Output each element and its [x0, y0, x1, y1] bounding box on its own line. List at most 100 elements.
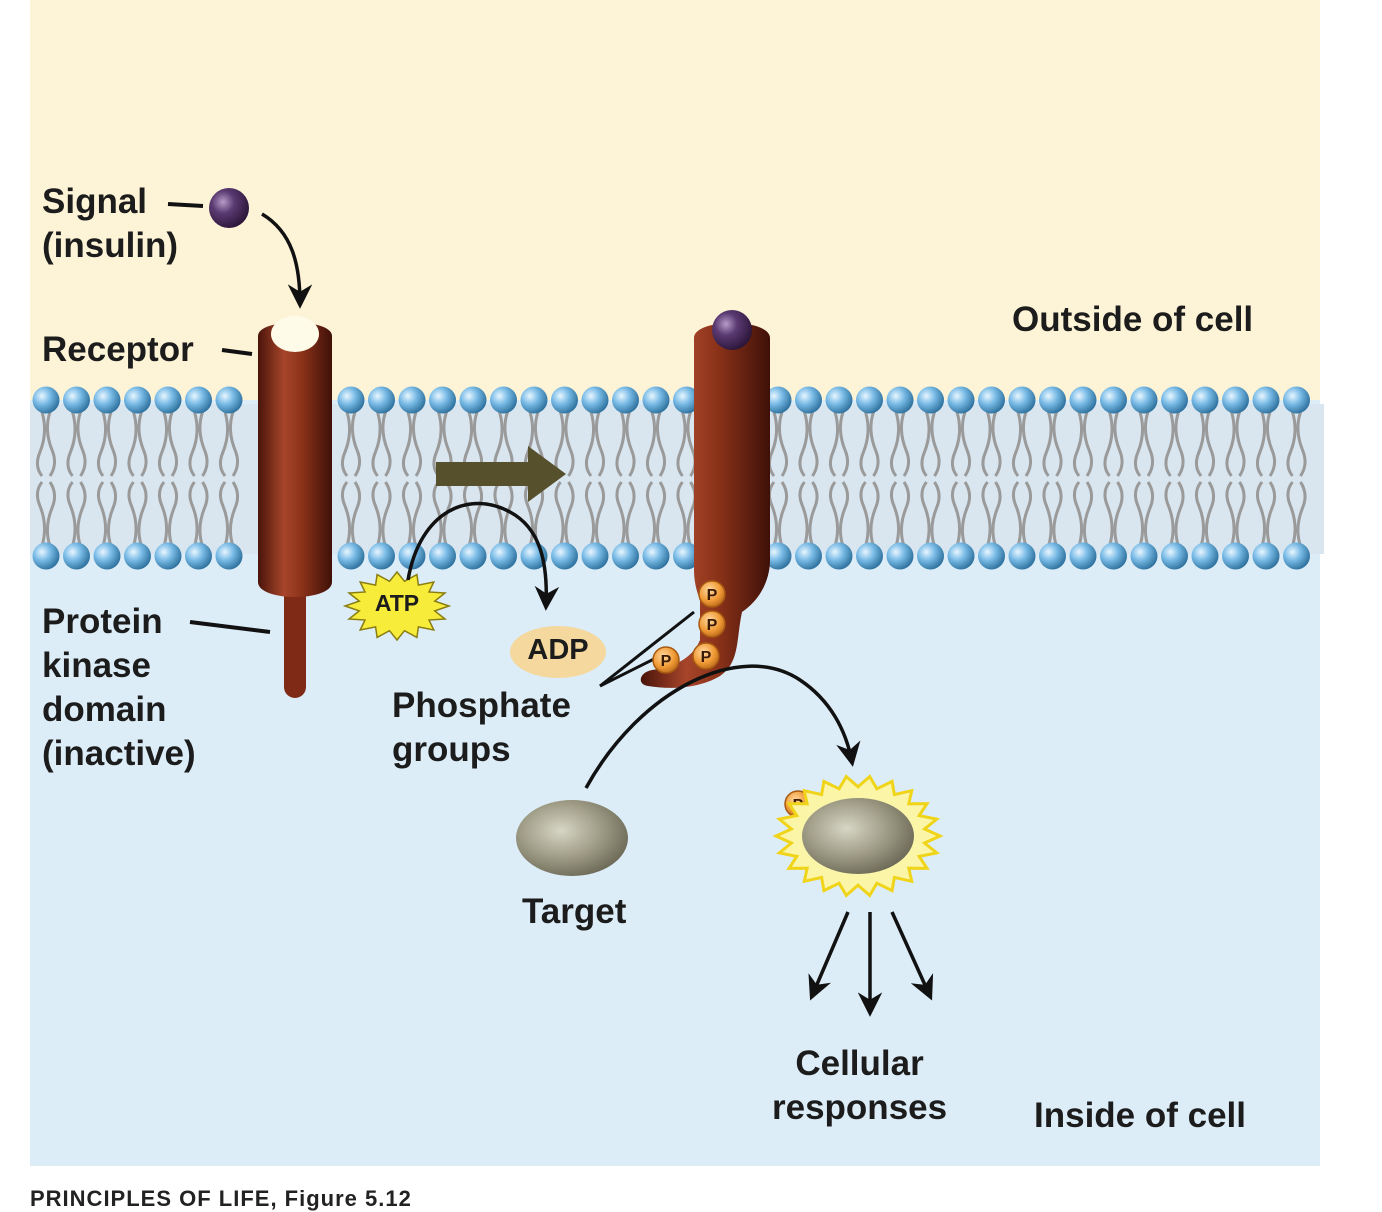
adp-oval [510, 626, 606, 678]
lipid-head-icon [1039, 542, 1066, 570]
lipid-head-icon [947, 386, 975, 414]
lipid-head-icon [154, 542, 182, 570]
lipid-head-icon [673, 542, 700, 570]
lipid-head-icon [795, 542, 822, 570]
phosphate-icon [698, 580, 726, 608]
lipid-head-icon [1069, 386, 1097, 414]
outside-of-cell-label: Outside of cell [1012, 300, 1254, 339]
adp-label: ADP [527, 634, 589, 666]
lipid-head-icon [368, 386, 395, 414]
phosphorylation-arrow [584, 664, 861, 789]
lipid-head-icon [917, 542, 944, 570]
lipid-head-icon [856, 542, 883, 570]
lipid-head-icon [124, 542, 151, 570]
lipid-head-icon [124, 386, 151, 414]
lipid-head-icon [429, 542, 456, 570]
lipid-head-icon [490, 386, 517, 414]
lipid-head-icon [1008, 542, 1036, 570]
phosphate-label: P [707, 617, 718, 634]
lipid-head-icon [154, 386, 182, 414]
lipid-head-icon [1252, 542, 1280, 570]
inside-of-cell-label: Inside of cell [1034, 1096, 1246, 1135]
lipid-head-icon [520, 386, 548, 414]
lipid-head-icon [1161, 386, 1188, 414]
lipid-head-icon [1008, 386, 1036, 414]
lipid-head-icon [1130, 542, 1158, 570]
phosphate-groups-label: Phosphate groups [392, 686, 571, 769]
lipid-head-icon [581, 386, 609, 414]
lipid-head-icon [1222, 542, 1249, 570]
atp-burst-icon [342, 570, 452, 642]
figure-credit: PRINCIPLES OF LIFE, Figure 5.12 [30, 1186, 412, 1211]
lipid-head-icon [1252, 386, 1280, 414]
lipid-head-icon [93, 542, 121, 570]
lipid-head-icon [215, 386, 243, 414]
activation-arrow [436, 446, 566, 502]
activated-target-icon [802, 798, 914, 874]
lipid-head-icon [1161, 542, 1188, 570]
receptor-active [640, 310, 770, 688]
lipid-head-icon [337, 542, 365, 570]
lipid-head-icon [459, 542, 487, 570]
lipid-head-icon [612, 542, 639, 570]
lipid-head-icon [825, 542, 853, 570]
lipid-head-icon [1222, 386, 1249, 414]
lipid-head-icon [63, 386, 90, 414]
lipid-head-icon [1283, 386, 1310, 414]
lipid-head-icon [32, 542, 60, 570]
lipid-head-icon [185, 386, 212, 414]
bound-signal-icon [712, 310, 752, 350]
lipid-head-icon [642, 386, 670, 414]
lipid-head-icon [947, 542, 975, 570]
lipid-head-icon [1069, 542, 1097, 570]
lipid-head-icon [215, 542, 243, 570]
lipid-head-icon [764, 386, 792, 414]
lipid-head-icon [551, 542, 578, 570]
lipid-head-icon [93, 386, 121, 414]
receptor-label: Receptor [42, 330, 194, 369]
lipid-head-icon [825, 386, 853, 414]
lipid-head-icon [459, 386, 487, 414]
lipid-head-icon [764, 542, 792, 570]
lipid-head-icon [978, 542, 1005, 570]
kinase-leader-line [189, 620, 271, 634]
lipid-head-icon [978, 386, 1005, 414]
lipid-head-icon [551, 386, 578, 414]
kinase-domain-label: Protein kinase domain (inactive) [42, 602, 196, 773]
lipid-head-icon [32, 386, 60, 414]
phosphate-label: P [707, 587, 718, 604]
response-arrow-left [808, 911, 850, 1001]
lipid-head-icon [795, 386, 822, 414]
lipid-head-icon [185, 542, 212, 570]
phosphate-leader-1 [599, 610, 695, 688]
phosphate-label: P [661, 653, 672, 670]
lipid-head-icon [856, 386, 883, 414]
lipid-head-icon [886, 386, 914, 414]
target-protein-icon [516, 800, 628, 876]
target-label: Target [522, 892, 627, 931]
phosphate-leader-2 [599, 654, 661, 688]
lipid-head-icon [398, 386, 426, 414]
lipid-head-icon [490, 542, 517, 570]
atp-label: ATP [374, 590, 420, 616]
signal-leader-line [167, 202, 204, 208]
signal-label: Signal (insulin) [42, 182, 179, 265]
lipid-head-icon [1191, 542, 1219, 570]
phosphate-icon [692, 642, 720, 670]
receptor-leader-line [221, 348, 253, 356]
lipid-head-icon [581, 542, 609, 570]
lipid-head-icon [368, 542, 395, 570]
phosphate-label: P [701, 649, 712, 666]
lipid-head-icon [1100, 386, 1127, 414]
response-arrow-right [890, 911, 934, 1001]
atp-to-adp-arrow [406, 501, 560, 611]
lipid-head-icon [642, 542, 670, 570]
lipid-head-icon [1039, 386, 1066, 414]
lipid-head-icon [63, 542, 90, 570]
lipid-head-icon [1100, 542, 1127, 570]
lipid-head-icon [429, 386, 456, 414]
lipid-head-icon [1130, 386, 1158, 414]
cellular-responses-label: Cellular responses [772, 1044, 948, 1127]
